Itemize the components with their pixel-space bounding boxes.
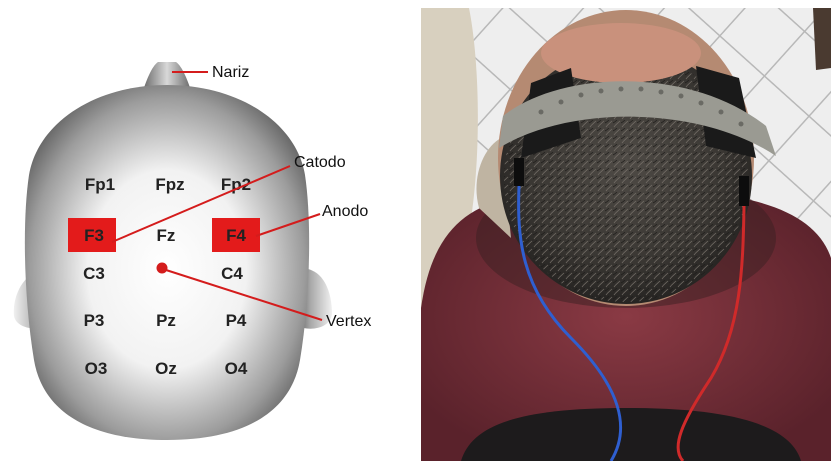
vertex-dot [157,263,168,274]
electrode-c4: C4 [221,264,243,283]
vertex-label: Vertex [326,313,371,330]
electrode-f3: F3 [84,226,104,245]
catodo-label: Catodo [294,154,346,171]
electrode-fz: Fz [157,226,176,245]
electrode-p3: P3 [84,311,105,330]
electrode-pz: Pz [156,311,176,330]
electrode-c3: C3 [83,264,105,283]
right-object-shape [813,8,831,70]
electrode-p4: P4 [226,311,247,330]
anode-connector [739,176,749,206]
head-shape [25,85,309,440]
electrode-o3: O3 [85,359,108,378]
cathode-connector [514,158,524,186]
electrode-oz: Oz [155,359,177,378]
electrode-fpz: Fpz [155,175,184,194]
electrode-placement-diagram: Fp1 Fpz Fp2 F3 Fz F4 C3 C4 P3 Pz P4 O3 O… [0,0,420,461]
anodo-label: Anodo [322,203,368,220]
electrode-f4: F4 [226,226,246,245]
electrode-o4: O4 [225,359,248,378]
nariz-label: Nariz [212,64,249,81]
head-photo [421,8,831,461]
electrode-fp1: Fp1 [85,175,115,194]
